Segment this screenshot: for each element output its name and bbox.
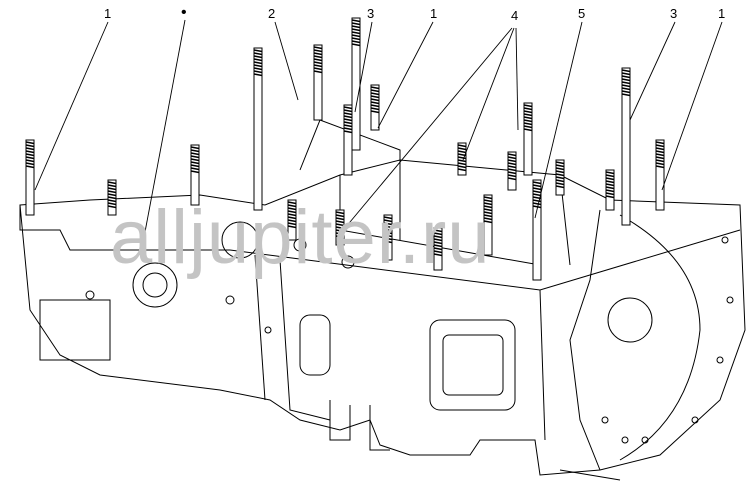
stud (343, 104, 353, 176)
stud (555, 159, 565, 196)
stud (523, 102, 533, 176)
stud (605, 169, 615, 211)
stud (335, 209, 345, 246)
stud (253, 47, 263, 211)
leader-lines (34, 19, 723, 233)
stud (383, 214, 393, 261)
stud (107, 179, 117, 216)
stud (532, 179, 542, 281)
callout-dot: • (181, 4, 187, 21)
stud (655, 139, 665, 211)
callout-1-right: 1 (718, 6, 726, 21)
studs (25, 17, 665, 281)
callout-1-center: 1 (430, 6, 438, 21)
stud (433, 227, 443, 271)
stud (25, 139, 35, 216)
stud (190, 144, 200, 206)
callout-4: 4 (511, 8, 519, 23)
stud (287, 199, 297, 241)
stud (313, 44, 323, 121)
watermark: alljupiter.ru (110, 195, 491, 280)
callout-5: 5 (578, 6, 586, 21)
callout-1-left: 1 (104, 6, 112, 21)
crankcase-body (19, 119, 746, 481)
callout-2: 2 (268, 6, 276, 21)
stud (351, 17, 361, 151)
stud (483, 194, 493, 256)
stud (370, 84, 380, 131)
stud (621, 67, 631, 226)
stud (457, 142, 467, 176)
callout-3-right: 3 (670, 6, 678, 21)
stud (507, 151, 517, 191)
callout-3-center: 3 (367, 6, 375, 21)
